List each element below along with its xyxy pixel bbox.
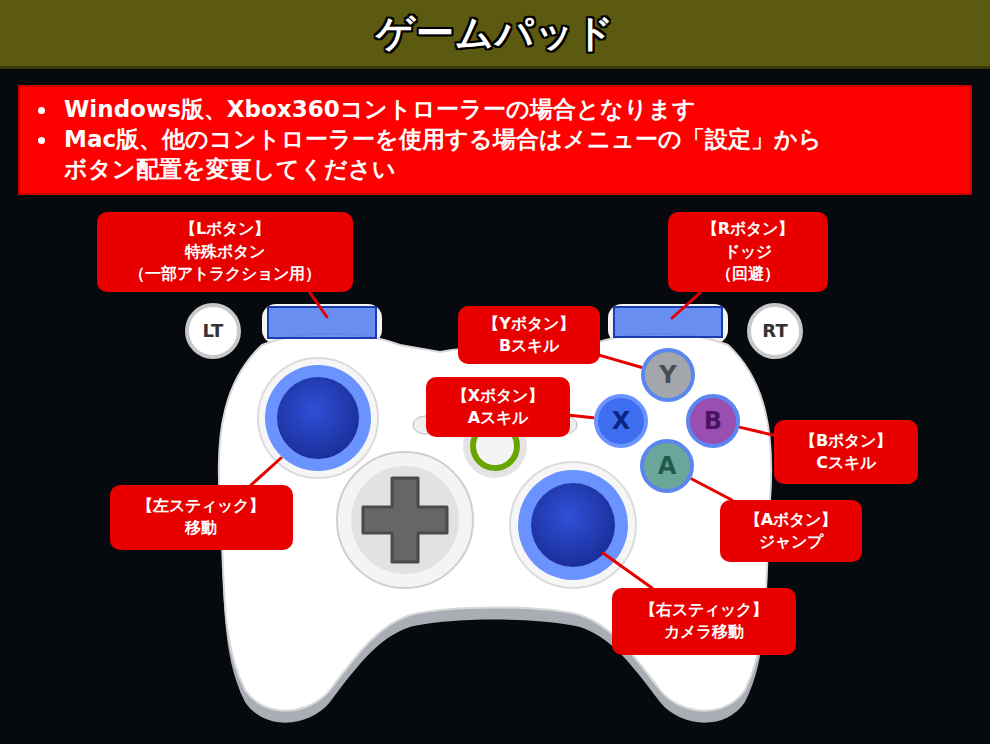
callout-box: 【Lボタン】特殊ボタン （一部アトラクション用） xyxy=(97,212,353,292)
callout-heading: 【Aボタン】 xyxy=(745,509,837,531)
callout-body: Bスキル xyxy=(499,335,559,357)
button-letter: A xyxy=(658,454,677,478)
callout-box: 【左スティック】移動 xyxy=(110,485,293,550)
callout-body: 移動 xyxy=(185,517,217,539)
callout-body: ドッジ （回避） xyxy=(698,241,798,286)
title-bar: ゲームパッド xyxy=(0,0,990,69)
leader-line xyxy=(692,479,732,500)
callout-box: 【Xボタン】Aスキル xyxy=(426,377,570,437)
right-bumper-base xyxy=(608,304,728,344)
callout-heading: 【Lボタン】 xyxy=(180,218,270,240)
notice-text: Windows版、Xbox360コントローラーの場合となります xyxy=(64,95,954,125)
callout-box: 【Yボタン】Bスキル xyxy=(458,306,600,364)
controller-button: B xyxy=(686,394,740,448)
callout-body: ジャンプ xyxy=(759,531,823,553)
controller-button: LT xyxy=(185,303,241,359)
callout-heading: 【Rボタン】 xyxy=(702,218,794,240)
controller-button: RT xyxy=(747,303,803,359)
title-text: ゲームパッド xyxy=(376,8,615,59)
controller-button: X xyxy=(594,394,648,448)
controller-button: A xyxy=(640,439,694,493)
notice-box: Windows版、Xbox360コントローラーの場合となりますMac版、他のコン… xyxy=(18,85,972,195)
callout-heading: 【Yボタン】 xyxy=(483,313,575,335)
leader-lines xyxy=(250,293,700,588)
left-stick xyxy=(258,358,378,478)
button-letter: RT xyxy=(762,322,787,340)
right-stick xyxy=(510,462,636,588)
callout-box: 【Bボタン】Cスキル xyxy=(774,420,918,484)
callout-box: 【Aボタン】ジャンプ xyxy=(720,500,862,562)
callout-heading: 【Bボタン】 xyxy=(800,430,892,452)
leader-line xyxy=(570,415,593,418)
callout-box: 【右スティック】カメラ移動 xyxy=(612,588,796,655)
callout-body: 特殊ボタン （一部アトラクション用） xyxy=(120,241,330,286)
d-pad xyxy=(337,452,473,588)
callout-heading: 【右スティック】 xyxy=(640,599,768,621)
button-letter: LT xyxy=(203,322,224,340)
right-bumper xyxy=(614,307,722,337)
controller-button: Y xyxy=(641,348,695,402)
leader-line xyxy=(600,355,641,367)
callout-body: Aスキル xyxy=(468,407,528,429)
callout-body: Cスキル xyxy=(816,452,876,474)
leader-line xyxy=(740,427,774,435)
callout-heading: 【Xボタン】 xyxy=(452,385,544,407)
callout-box: 【Rボタン】ドッジ （回避） xyxy=(668,212,828,292)
button-letter: X xyxy=(612,409,631,433)
button-letter: B xyxy=(704,409,722,433)
callout-heading: 【左スティック】 xyxy=(137,495,265,517)
notice-text: Mac版、他のコントローラーを使用する場合はメニューの「設定」から ボタン配置を… xyxy=(64,125,954,185)
button-letter: Y xyxy=(659,363,676,387)
callout-body: カメラ移動 xyxy=(664,621,744,643)
